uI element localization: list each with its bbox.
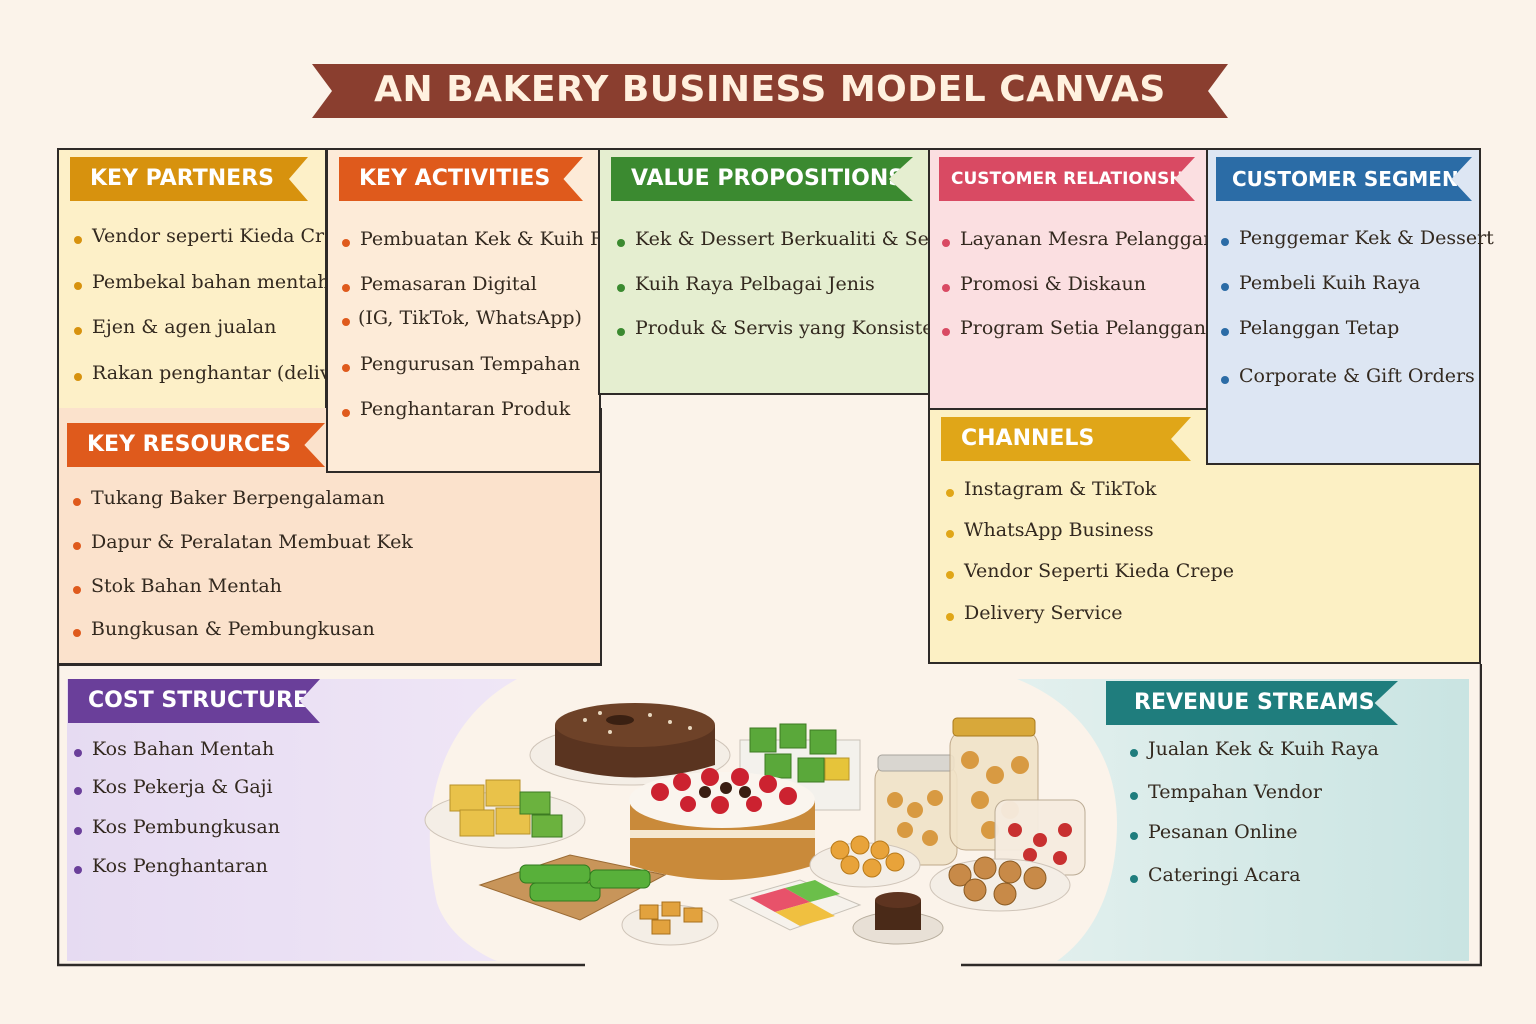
list-item: Penghantaran Produk <box>342 398 570 420</box>
list-item: Dapur & Peralatan Membuat Kek <box>73 531 413 553</box>
list-item: Vendor seperti Kieda Crepe <box>74 225 359 247</box>
list-item: Cateringi Acara <box>1130 864 1301 886</box>
list-item: Stok Bahan Mentah <box>73 575 282 597</box>
title-ribbon-shape <box>312 64 1228 118</box>
list-item: Bungkusan & Pembungkusan <box>73 618 375 640</box>
key-resources-label: KEY RESOURCES <box>67 423 325 467</box>
list-item: Pembekal bahan mentah <box>74 271 330 293</box>
list-item: Program Setia Pelanggan <box>942 317 1206 339</box>
channels-label: CHANNELS <box>941 417 1191 461</box>
key-activities-label: KEY ACTIVITIES <box>339 157 583 201</box>
cost-structure-label: COST STRUCTURE <box>68 679 320 723</box>
list-item: Rakan penghantar (delivery) <box>74 362 369 384</box>
list-item: Tukang Baker Berpengalaman <box>73 487 385 509</box>
list-item: Promosi & Diskaun <box>942 273 1146 295</box>
list-item-continuation: (IG, TikTok, WhatsApp) <box>342 307 582 329</box>
list-item: Layanan Mesra Pelanggan <box>942 228 1215 250</box>
key-partners-label: KEY PARTNERS <box>70 157 308 201</box>
cost-structure-panel <box>67 679 517 961</box>
list-item: Pemasaran Digital <box>342 273 537 295</box>
list-item: Corporate & Gift Orders <box>1221 365 1475 387</box>
list-item: Kos Penghantaran <box>74 855 268 877</box>
list-item: Produk & Servis yang Konsisten <box>617 317 946 339</box>
list-item: Pelanggan Tetap <box>1221 317 1399 339</box>
list-item: Pembeli Kuih Raya <box>1221 272 1420 294</box>
list-item: Jualan Kek & Kuih Raya <box>1130 738 1379 760</box>
list-item: Ejen & agen jualan <box>74 316 276 338</box>
list-item: Pengurusan Tempahan <box>342 353 580 375</box>
list-item: Tempahan Vendor <box>1130 781 1322 803</box>
list-item: WhatsApp Business <box>946 519 1154 541</box>
value-propositions-label: VALUE PROPOSITIONS <box>611 157 913 201</box>
title-banner: AN BAKERY BUSINESS MODEL CANVAS <box>312 62 1228 120</box>
customer-segments-label: CUSTOMER SEGMENTS <box>1216 157 1472 201</box>
list-item: Kek & Dessert Berkualiti & Sedap <box>617 228 965 250</box>
customer-relationships-label: CUSTOMER RELATIONSHIPS <box>939 157 1195 201</box>
list-item: Penggemar Kek & Dessert <box>1221 227 1494 249</box>
list-item: Kuih Raya Pelbagai Jenis <box>617 273 875 295</box>
list-item: Kos Pekerja & Gaji <box>74 776 273 798</box>
list-item: Pembuatan Kek & Kuih Raya <box>342 228 638 250</box>
list-item: Delivery Service <box>946 602 1123 624</box>
key-activities-box <box>326 148 601 473</box>
revenue-streams-label: REVENUE STREAMS <box>1106 681 1398 725</box>
list-item: Pesanan Online <box>1130 821 1298 843</box>
list-item: Kos Bahan Mentah <box>74 738 274 760</box>
list-item: Vendor Seperti Kieda Crepe <box>946 560 1234 582</box>
list-item: Kos Pembungkusan <box>74 816 280 838</box>
bakery-food-illustration <box>424 703 1086 946</box>
page-title: AN BAKERY BUSINESS MODEL CANVAS <box>374 69 1166 110</box>
list-item: Instagram & TikTok <box>946 478 1156 500</box>
